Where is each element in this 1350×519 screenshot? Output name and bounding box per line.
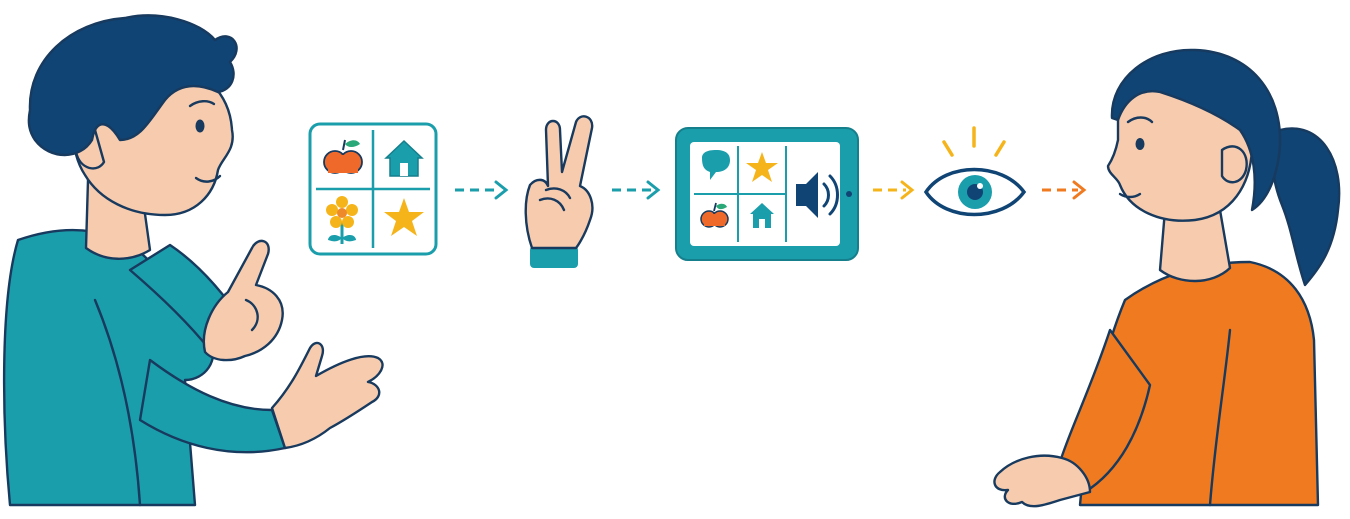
- listener-person: [993, 48, 1341, 508]
- star-icon: [384, 198, 424, 236]
- flow-arrow-2: [612, 180, 661, 200]
- open-palm-hand: [270, 341, 384, 450]
- listener-hand: [993, 454, 1092, 508]
- communicator-hair: [27, 14, 238, 157]
- flow-arrow-1: [455, 180, 509, 200]
- speaker-icon: [796, 172, 839, 218]
- apple-icon: [323, 139, 363, 174]
- listener-hair: [1110, 48, 1282, 212]
- flower-icon: [326, 196, 358, 244]
- pointing-hand: [202, 239, 284, 362]
- shirt-fold: [93, 298, 142, 507]
- flow-arrow-3: [873, 180, 915, 200]
- communicator-person: [2, 14, 384, 507]
- listener-ear: [1220, 145, 1248, 184]
- finger-curl: [244, 298, 259, 332]
- communicator-brow: [188, 100, 216, 108]
- listener-smile: [1118, 192, 1142, 199]
- listener-neck: [1158, 208, 1232, 283]
- symbol-board: [308, 122, 438, 256]
- apple-icon: [700, 202, 729, 228]
- shirt-fold: [1208, 328, 1232, 507]
- listener-eye: [1135, 138, 1145, 150]
- communicator-smile: [194, 174, 222, 183]
- flow-arrow-4: [1042, 180, 1087, 200]
- eye-icon: [923, 126, 1027, 217]
- house-icon: [384, 139, 424, 177]
- star-icon: [746, 152, 778, 182]
- peace-sign-hand-icon: [524, 115, 594, 268]
- listener-brow: [1126, 116, 1154, 124]
- communicator-eye: [195, 119, 205, 133]
- listener-ponytail: [1271, 127, 1341, 287]
- speech-bubble-icon: [702, 150, 730, 180]
- speech-device: [675, 127, 859, 261]
- house-icon: [750, 203, 774, 228]
